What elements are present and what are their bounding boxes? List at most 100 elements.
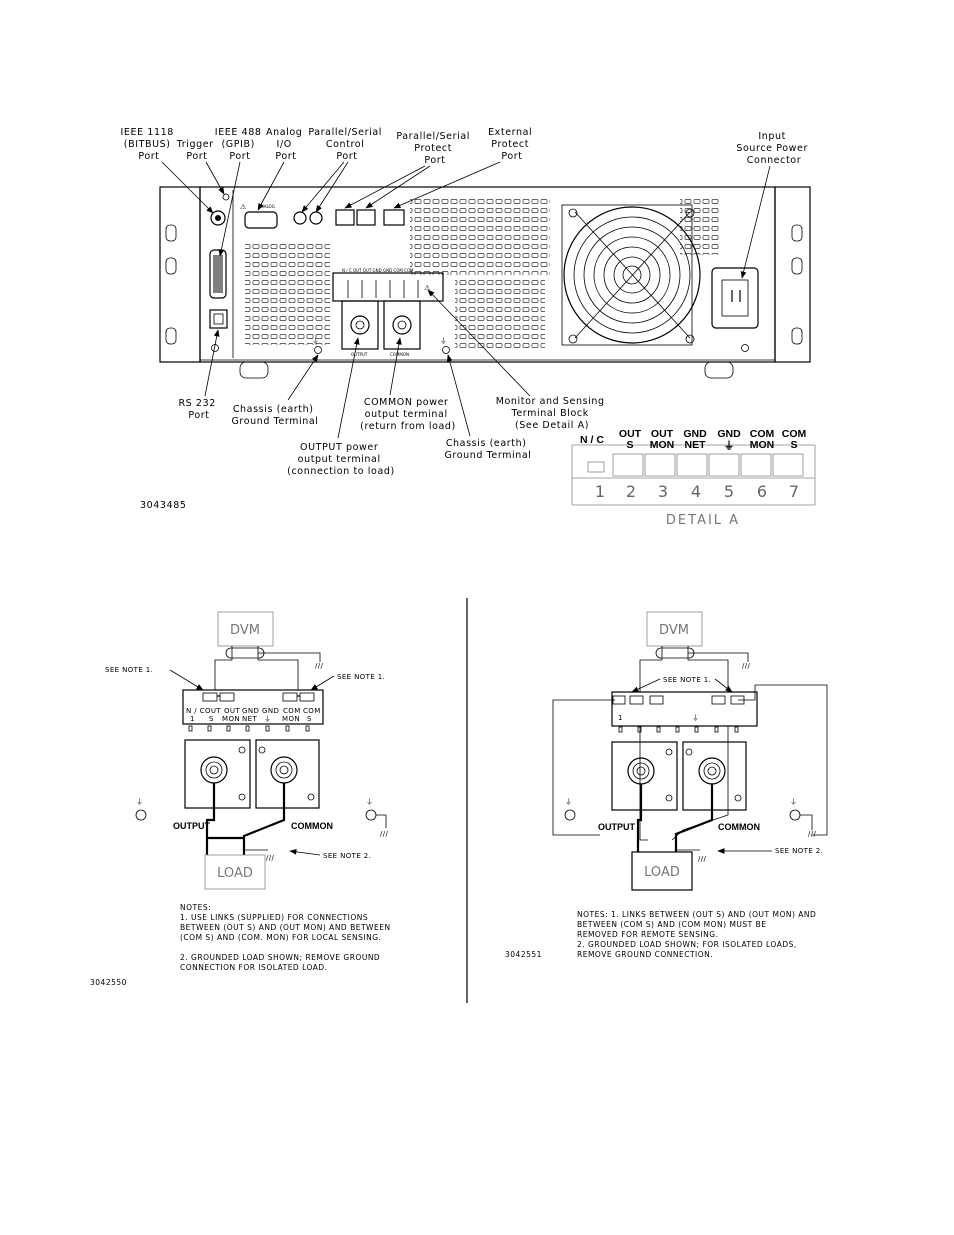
vent-slots (680, 195, 720, 255)
analog-io-connector (244, 211, 278, 229)
load-label: LOAD (217, 866, 253, 881)
output-wire-label: OUTPUT (598, 822, 636, 832)
term-label: OUT (205, 707, 221, 715)
chassis-ground-left (135, 809, 147, 821)
see-note2: SEE NOTE 2. (775, 847, 823, 855)
callout-chassis-right: Chassis (earth) Ground Terminal (444, 438, 531, 461)
detail-a: N / C OUT S OUT MON GND NET GND ⏚ COM MO… (571, 428, 816, 528)
detail-term-5-top: GND (717, 428, 741, 440)
remote-notes: NOTES: 1. LINKS BETWEEN (OUT S) AND (OUT… (577, 910, 819, 959)
common-wire-label: COMMON (291, 821, 333, 831)
term-label: N / C (186, 707, 205, 715)
output-terminal-housing (341, 300, 379, 350)
gpib-connector (209, 249, 227, 299)
callout-par-ser-protect: Parallel/Serial Protect Port (396, 131, 473, 166)
terminal-strip (182, 689, 324, 725)
term-label: MON (222, 715, 240, 723)
common-terminal-plate (682, 741, 747, 811)
chassis-ground-right (789, 809, 801, 821)
common-terminal-post (270, 756, 298, 784)
foot (704, 361, 734, 379)
detail-term-5-num: 5 (724, 482, 734, 501)
chassis-outline (199, 186, 776, 363)
ground-icon: ⏚ (136, 798, 143, 806)
svg-text:///: /// (266, 854, 275, 862)
output-terminal-plate (184, 739, 251, 809)
vent-slots (245, 240, 330, 345)
svg-text:ANALOG: ANALOG (258, 204, 275, 209)
right-rack-ear (774, 186, 811, 363)
load-label: LOAD (644, 865, 680, 880)
callout-ieee488: IEEE 488 (GPIB) Port (215, 127, 265, 162)
chassis-ground-right (442, 346, 450, 354)
external-protect-port (383, 209, 405, 226)
output-wire-label: OUTPUT (173, 821, 211, 831)
bitbus-connector (210, 210, 226, 226)
notes-heading: NOTES: (180, 903, 211, 912)
see-note1-right: SEE NOTE 1. (337, 673, 385, 681)
figure-id-remote: 3042551 (505, 950, 542, 959)
detail-term-6-num: 6 (757, 482, 767, 501)
protect-port-a (335, 209, 355, 226)
detail-term-6-bottom: MON (750, 439, 775, 451)
callout-ieee1118: IEEE 1118 (BITBUS) Port (120, 127, 177, 162)
detail-term-3-num: 3 (658, 482, 668, 501)
detail-term-4-bottom: NET (685, 439, 707, 451)
chassis-ground-right (365, 809, 377, 821)
common-terminal-post (392, 315, 412, 335)
rear-panel-drawing: ANALOG ⚠ N / C OUT OUT GND GND COM COM O… (159, 186, 811, 379)
ground-icon: ⏚ (264, 715, 271, 723)
remote-sensing-diagram: DVM /// SEE NOTE 1. 1 ⏚ (505, 611, 828, 959)
svg-text:⏚: ⏚ (440, 337, 447, 345)
callout-trigger: Trigger Port (176, 139, 218, 162)
panel-common-label: COMMON (390, 352, 409, 357)
callout-external-protect: External Protect Port (488, 127, 536, 162)
detail-a-title: DETAIL A (666, 513, 740, 528)
common-terminal-housing (383, 300, 421, 350)
dvm-box (217, 611, 274, 647)
detail-term-3-top: OUT (651, 428, 674, 440)
detail-term-1-num: 1 (595, 482, 605, 501)
callout-monitor-block: Monitor and Sensing Terminal Block (See … (496, 396, 609, 431)
term-label: COM (283, 707, 301, 715)
term-label: S (307, 715, 312, 723)
control-port-b (309, 211, 323, 225)
detail-term-4-top: GND (683, 428, 707, 440)
svg-text:///: /// (808, 830, 817, 838)
callout-input-power: Input Source Power Connector (736, 131, 811, 166)
vent-slots (410, 195, 550, 275)
dvm-label: DVM (230, 623, 260, 638)
svg-text:⏚: ⏚ (692, 714, 699, 722)
cooling-fan (561, 204, 701, 346)
detail-term-3-bottom: MON (650, 439, 675, 451)
chassis-ground-left (314, 346, 322, 354)
svg-text:⚠: ⚠ (240, 203, 247, 211)
callout-rs232: RS 232 Port (178, 398, 219, 421)
vent-slots (455, 280, 545, 350)
load-box (631, 851, 693, 891)
term-label: NET (242, 715, 257, 723)
output-terminal-plate (611, 741, 678, 811)
detail-term-7-num: 7 (789, 482, 799, 501)
see-note1: SEE NOTE 1. (663, 676, 711, 684)
term-label: GND (242, 707, 259, 715)
detail-term-2-num: 2 (626, 482, 636, 501)
figure-id-rear: 3043485 (140, 500, 187, 511)
local-notes: 1. USE LINKS (SUPPLIED) FOR CONNECTIONS … (180, 913, 393, 972)
svg-text:1: 1 (618, 714, 623, 722)
common-terminal-post (698, 757, 726, 785)
callout-output-terminal: OUTPUT power output terminal (connection… (287, 442, 395, 477)
svg-text:///: /// (698, 855, 707, 863)
dvm-box (646, 611, 703, 647)
svg-text:///: /// (742, 662, 751, 670)
dvm-label: DVM (659, 623, 689, 638)
detail-term-1-top: N / C (580, 434, 604, 446)
detail-term-7-top: COM (782, 428, 807, 440)
figure-id-local: 3042550 (90, 978, 127, 987)
output-terminal-post (350, 315, 370, 335)
foot (239, 361, 269, 379)
svg-text:///: /// (380, 830, 389, 838)
common-wire-label: COMMON (718, 822, 760, 832)
load-box (204, 854, 266, 890)
